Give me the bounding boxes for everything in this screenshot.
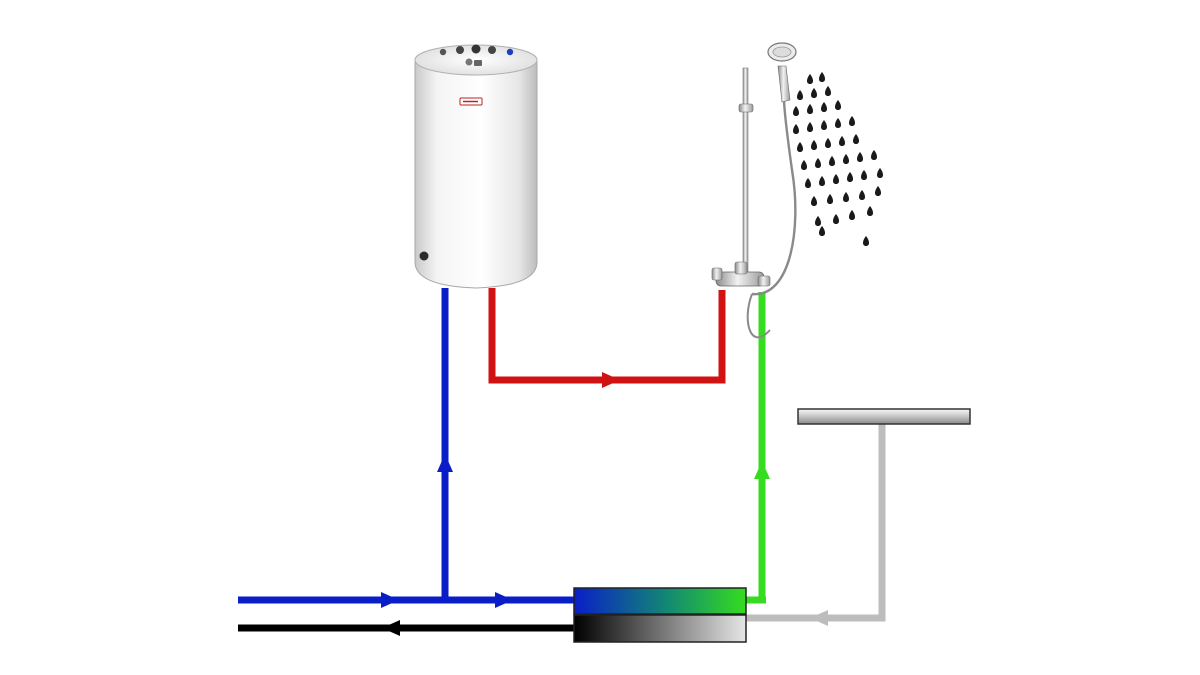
hot-supply-pipe [488,288,726,384]
water-droplet [827,194,833,204]
water-droplets-icon [793,72,883,246]
water-droplet [859,190,865,200]
water-droplet [871,150,877,160]
hot-flow-arrow [602,372,620,388]
water-droplet [793,106,799,116]
water-droplet [807,74,813,84]
water-droplet [811,196,817,206]
water-droplet [821,120,827,130]
water-droplet [819,176,825,186]
water-droplet [843,192,849,202]
water-droplet [807,122,813,132]
water-droplet [849,116,855,126]
water-droplet [825,138,831,148]
water-droplet [793,124,799,134]
preheated-up-arrow [754,461,770,479]
water-droplet [805,178,811,188]
water-droplet [821,102,827,112]
water-droplet [815,158,821,168]
water-droplet [849,210,855,220]
water-droplet [797,142,803,152]
water-droplet [843,154,849,164]
water-droplet [797,90,803,100]
water-droplet [839,136,845,146]
drain-outflow-arrow [382,620,400,636]
water-droplet [835,118,841,128]
water-droplet [857,152,863,162]
water-droplet [853,134,859,144]
water-droplet [847,172,853,182]
water-droplet [819,226,825,236]
grey-waste-pipe [744,424,886,622]
water-droplet [829,156,835,166]
water-droplet [825,86,831,96]
shower-mixer-icon [711,42,797,339]
drain-heat-exchanger-icon [573,587,747,643]
water-droplet [811,140,817,150]
water-droplet [867,206,873,216]
water-droplet [833,174,839,184]
shower-tray-icon [797,408,971,425]
water-droplet [861,170,867,180]
water-droplet [835,100,841,110]
water-droplet [875,186,881,196]
water-droplet [863,236,869,246]
cold-flow-arrow-2 [495,592,513,608]
cold-up-arrow [437,454,453,472]
cold-flow-arrow-1 [381,592,399,608]
water-droplet [819,72,825,82]
water-droplet [815,216,821,226]
grey-waste-arrow [810,610,828,626]
cylindrical-water-heater-icon [414,44,538,289]
water-droplet [801,160,807,170]
water-droplet [807,104,813,114]
water-droplet [811,88,817,98]
water-droplet [833,214,839,224]
water-droplet [877,168,883,178]
